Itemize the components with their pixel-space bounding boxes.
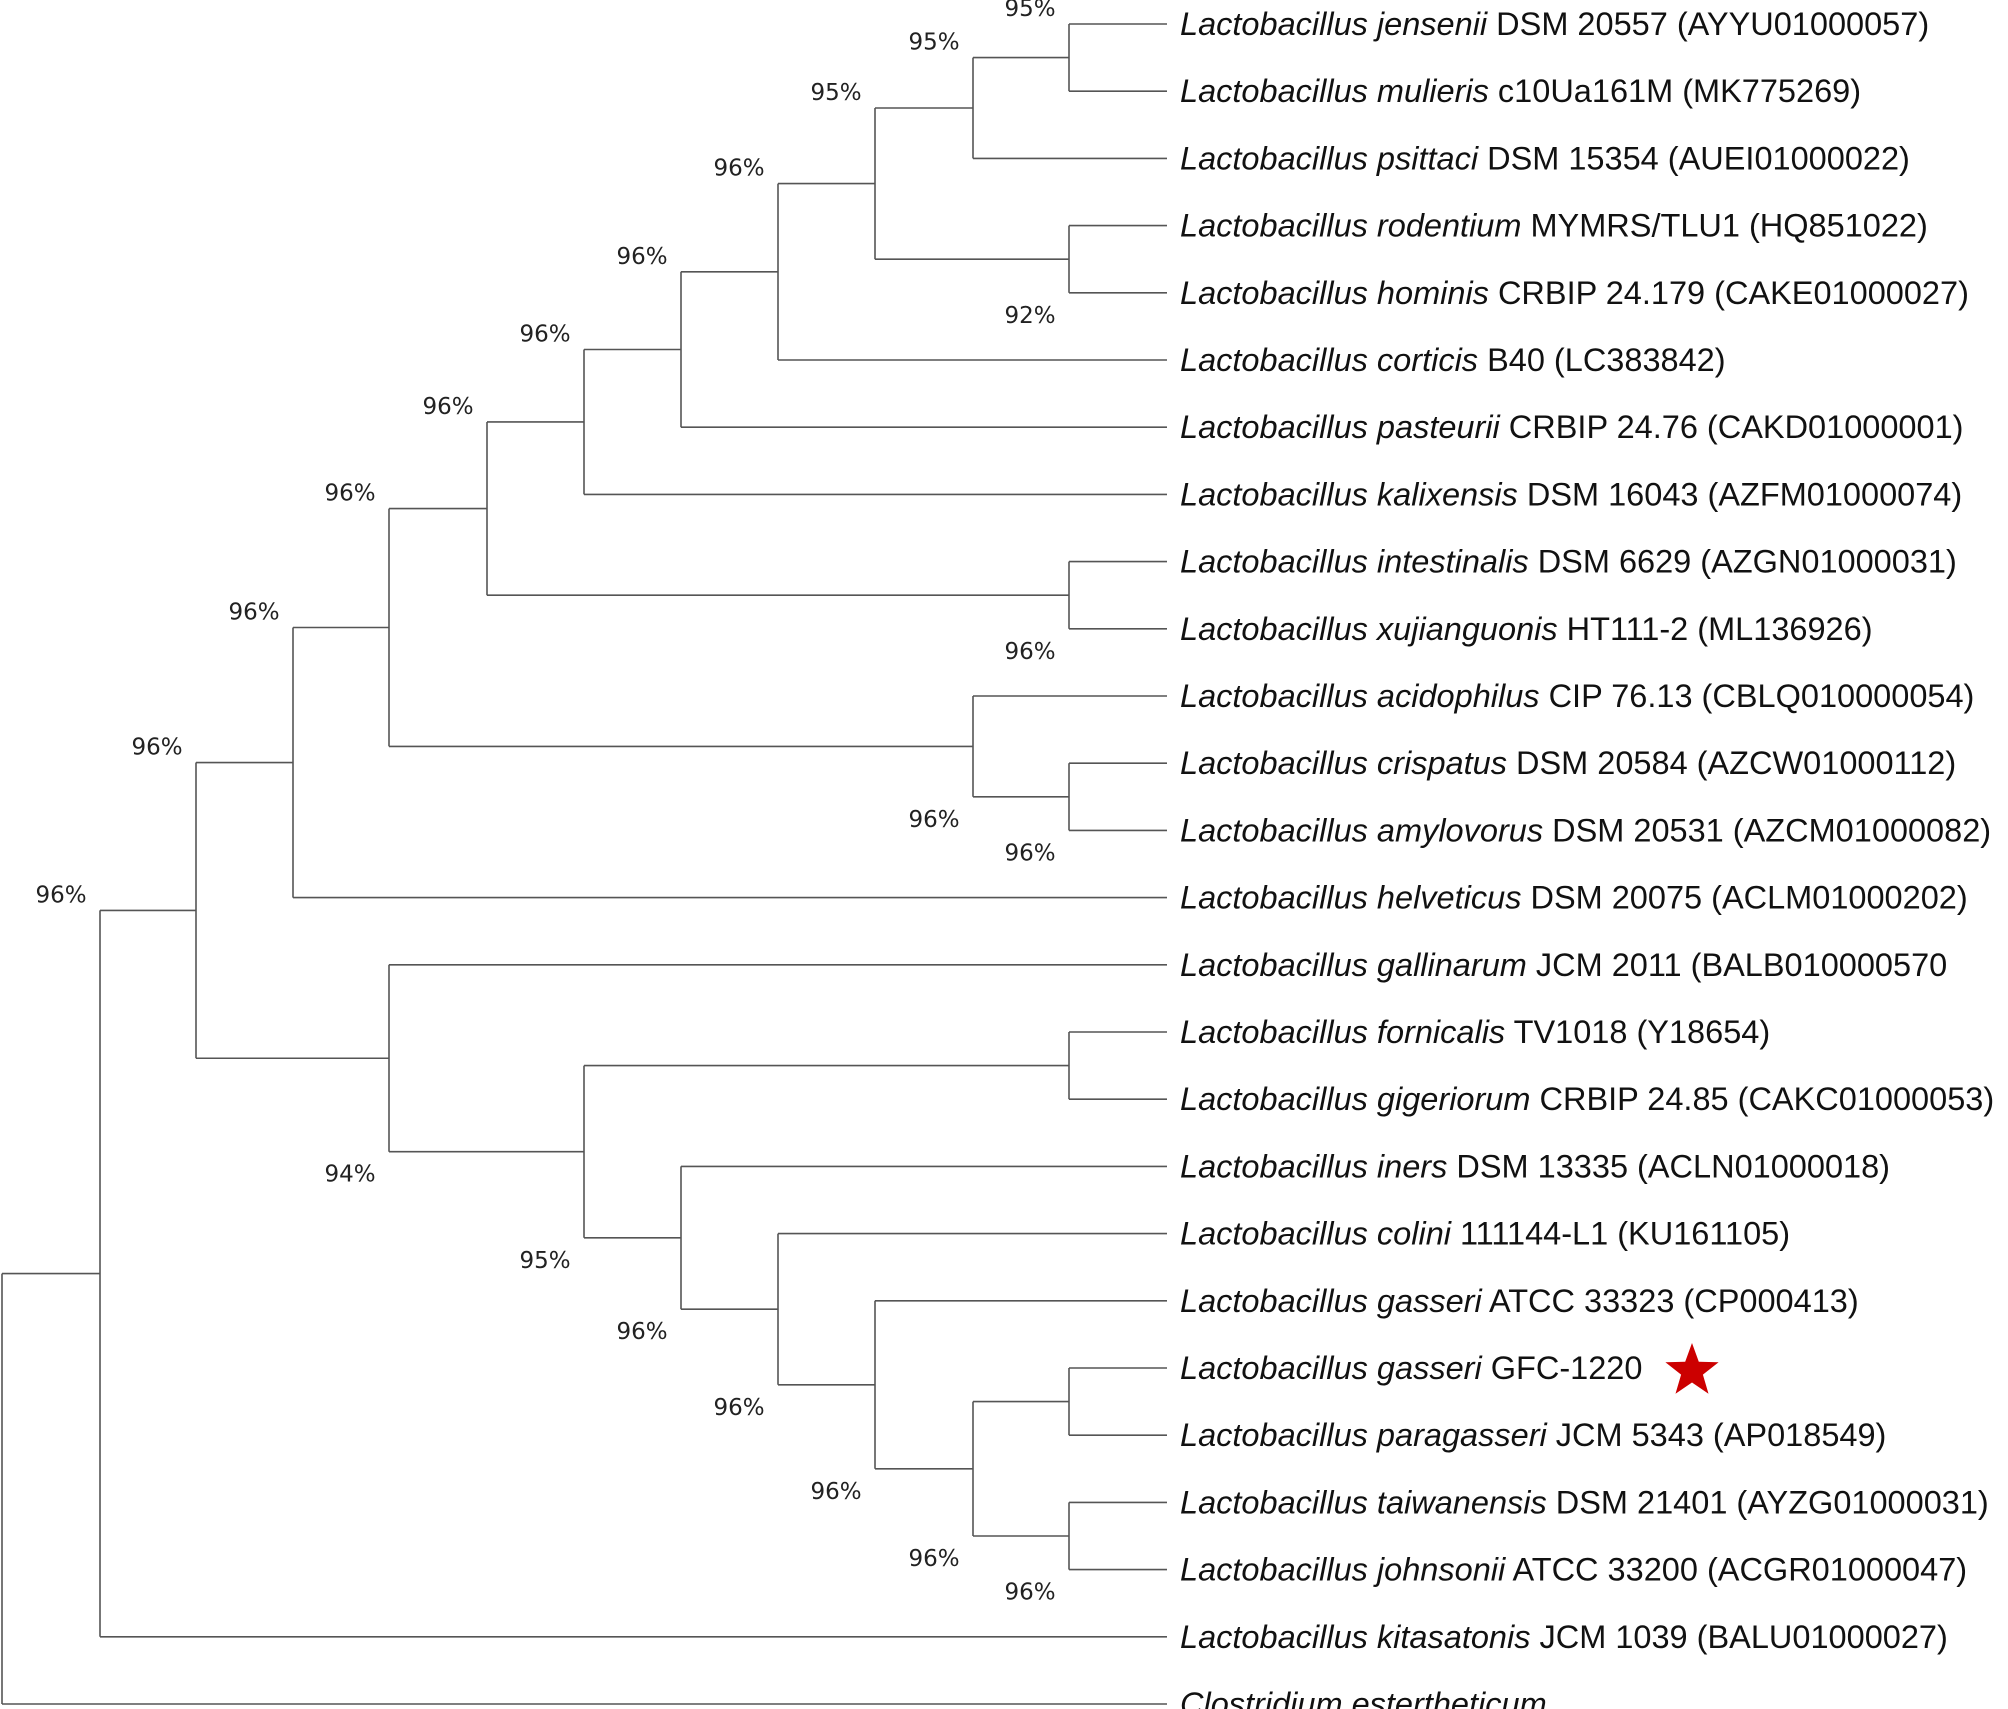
taxon-label: Lactobacillus hominis CRBIP 24.179 (CAKE… [1180, 275, 1969, 311]
taxon-label: Lactobacillus gasseri GFC-1220 [1180, 1350, 1642, 1386]
support-value: 96% [519, 322, 570, 348]
support-value: 96% [908, 1546, 959, 1572]
taxon-labels: Lactobacillus jensenii DSM 20557 (AYYU01… [1180, 6, 1994, 1709]
taxon-label: Lactobacillus colini 111144-L1 (KU161105… [1180, 1216, 1790, 1252]
support-value: 96% [131, 735, 182, 761]
support-value: 95% [810, 80, 861, 106]
taxon-label: Lactobacillus kalixensis DSM 16043 (AZFM… [1180, 476, 1962, 512]
taxon-label: Lactobacillus amylovorus DSM 20531 (AZCM… [1180, 812, 1991, 848]
support-value: 96% [228, 599, 279, 625]
taxon-label: Lactobacillus gigeriorum CRBIP 24.85 (CA… [1180, 1081, 1994, 1117]
taxon-label: Lactobacillus jensenii DSM 20557 (AYYU01… [1180, 6, 1929, 42]
support-value: 96% [810, 1479, 861, 1505]
taxon-label: Lactobacillus pasteurii CRBIP 24.76 (CAK… [1180, 409, 1963, 445]
taxon-label: Lactobacillus gallinarum JCM 2011 (BALB0… [1180, 947, 1947, 983]
taxon-label: Lactobacillus fornicalis TV1018 (Y18654) [1180, 1014, 1770, 1050]
bootstrap-support-values: 95% 95% 92% 95% 96% 96% 96% 96% 96% 96% 96% 96% 96% 9… [35, 0, 1055, 1606]
taxon-label: Lactobacillus kitasatonis JCM 1039 (BALU… [1180, 1619, 1948, 1655]
support-value: 94% [324, 1162, 375, 1188]
support-value: 96% [1004, 639, 1055, 665]
taxon-label: Lactobacillus rodentium MYMRS/TLU1 (HQ85… [1180, 208, 1928, 244]
taxon-label: Clostridium estertheticum [1180, 1686, 1547, 1709]
support-value: 95% [1004, 0, 1055, 22]
support-value: 96% [616, 244, 667, 270]
taxon-label: Lactobacillus helveticus DSM 20075 (ACLM… [1180, 880, 1968, 916]
taxon-label: Lactobacillus iners DSM 13335 (ACLN01000… [1180, 1148, 1890, 1184]
taxon-label: Lactobacillus taiwanensis DSM 21401 (AYZ… [1180, 1484, 1989, 1520]
taxon-label: Lactobacillus intestinalis DSM 6629 (AZG… [1180, 544, 1957, 580]
support-value: 96% [1004, 840, 1055, 866]
taxon-label: Lactobacillus corticis B40 (LC383842) [1180, 342, 1726, 378]
support-value: 96% [35, 882, 86, 908]
support-value: 96% [422, 394, 473, 420]
support-value: 96% [713, 156, 764, 182]
star-icon [1665, 1343, 1719, 1394]
support-value: 96% [616, 1319, 667, 1345]
taxon-label: Lactobacillus mulieris c10Ua161M (MK7752… [1180, 73, 1861, 109]
support-value: 96% [324, 481, 375, 507]
taxon-label: Lactobacillus johnsonii ATCC 33200 (ACGR… [1180, 1552, 1967, 1588]
taxon-label: Lactobacillus acidophilus CIP 76.13 (CBL… [1180, 678, 1974, 714]
taxon-label: Lactobacillus xujianguonis HT111-2 (ML13… [1180, 611, 1873, 647]
taxon-label: Lactobacillus crispatus DSM 20584 (AZCW0… [1180, 745, 1956, 781]
taxon-label: Lactobacillus gasseri ATCC 33323 (CP0004… [1180, 1283, 1859, 1319]
tree-markers [1665, 1343, 1719, 1394]
support-value: 96% [1004, 1580, 1055, 1606]
support-value: 95% [519, 1248, 570, 1274]
taxon-label: Lactobacillus psittaci DSM 15354 (AUEI01… [1180, 140, 1910, 176]
support-value: 96% [713, 1395, 764, 1421]
support-value: 92% [1004, 303, 1055, 329]
taxon-label: Lactobacillus paragasseri JCM 5343 (AP01… [1180, 1417, 1886, 1453]
tree-branches [1, 23, 1167, 1705]
support-value: 95% [908, 30, 959, 56]
support-value: 96% [908, 807, 959, 833]
